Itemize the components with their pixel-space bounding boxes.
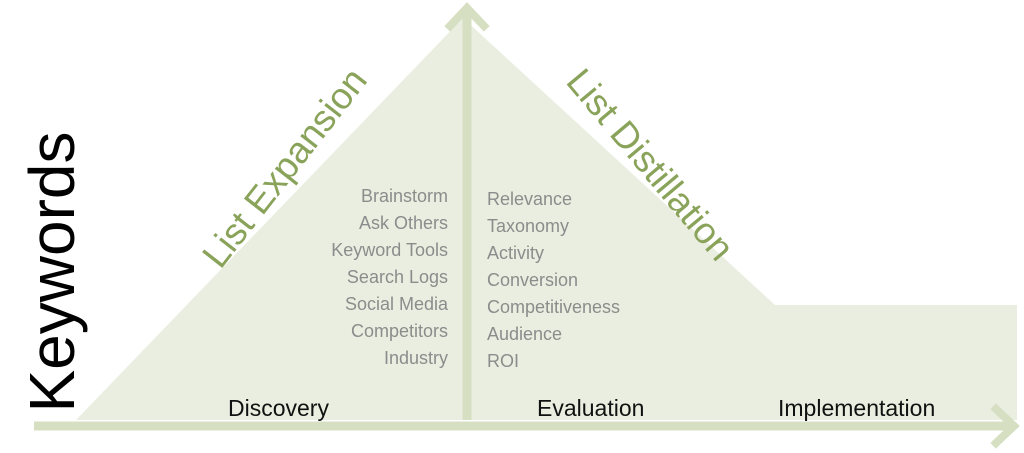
expansion-item: Competitors <box>350 321 448 341</box>
phase-discovery: Discovery <box>228 395 329 421</box>
expansion-item: Keyword Tools <box>331 240 448 260</box>
distillation-item: Competitiveness <box>487 297 621 317</box>
y-axis-label: Keywords <box>16 131 88 413</box>
expansion-item: Social Media <box>344 294 448 314</box>
distillation-item: ROI <box>487 351 520 371</box>
distillation-item: Conversion <box>487 270 579 290</box>
distillation-item: Relevance <box>487 189 573 209</box>
process-area-shape <box>76 18 1017 420</box>
vertical-arrow-head <box>444 2 490 32</box>
horizontal-arrow-head <box>990 403 1020 449</box>
distillation-item: Activity <box>487 243 545 263</box>
expansion-item: Ask Others <box>358 213 448 233</box>
expansion-item: Industry <box>383 348 448 368</box>
phase-evaluation: Evaluation <box>537 395 645 421</box>
distillation-item: Audience <box>487 324 563 344</box>
distillation-item: Taxonomy <box>487 216 570 236</box>
expansion-item: Search Logs <box>346 267 448 287</box>
distillation-list: Relevance Taxonomy Activity Conversion C… <box>487 186 620 375</box>
expansion-list: Brainstorm Ask Others Keyword Tools Sear… <box>331 183 448 372</box>
phase-implementation: Implementation <box>778 395 936 421</box>
expansion-item: Brainstorm <box>360 186 448 206</box>
